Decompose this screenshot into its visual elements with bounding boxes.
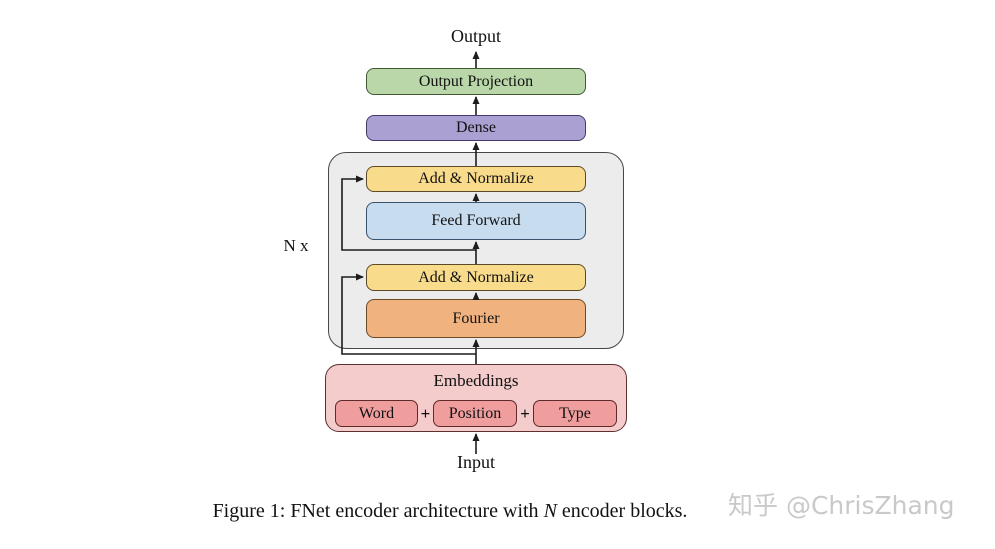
input-label: Input <box>457 452 495 472</box>
embeddings-label: Embeddings <box>433 371 519 390</box>
caption-suffix: encoder blocks. <box>556 500 688 522</box>
plus-sign-2: + <box>520 403 530 423</box>
output-projection-label: Output Projection <box>418 72 534 90</box>
add-normalize-bottom-box: Add & Normalize <box>366 264 586 291</box>
plus-sign-1: + <box>420 403 431 423</box>
dense-label: Dense <box>456 119 496 136</box>
word-embedding-box: Word <box>335 400 418 427</box>
type-embedding-box: Type <box>533 400 617 427</box>
add-normalize-top-label: Add & Normalize <box>418 170 534 187</box>
repeat-count-label: N x <box>283 236 309 255</box>
fourier-label: Fourier <box>452 309 500 327</box>
position-embedding-label: Position <box>448 404 502 422</box>
type-embedding-label: Type <box>559 404 591 422</box>
feed-forward-label: Feed Forward <box>431 212 521 229</box>
position-embedding-box: Position <box>433 400 517 427</box>
word-embedding-label: Word <box>358 404 395 422</box>
fourier-box: Fourier <box>366 299 586 338</box>
caption-prefix: Figure 1: FNet encoder architecture with <box>212 500 544 522</box>
output-projection-box: Output Projection <box>366 68 586 95</box>
figure-caption: Figure 1: FNet encoder architecture with… <box>0 500 900 523</box>
add-normalize-top-box: Add & Normalize <box>366 166 586 192</box>
output-label: Output <box>450 26 501 46</box>
watermark: 知乎 @ChrisZhang <box>728 491 955 520</box>
caption-math-n: N <box>543 500 557 522</box>
dense-box: Dense <box>366 115 586 141</box>
feed-forward-box: Feed Forward <box>366 202 586 240</box>
add-normalize-bottom-label: Add & Normalize <box>418 268 534 286</box>
